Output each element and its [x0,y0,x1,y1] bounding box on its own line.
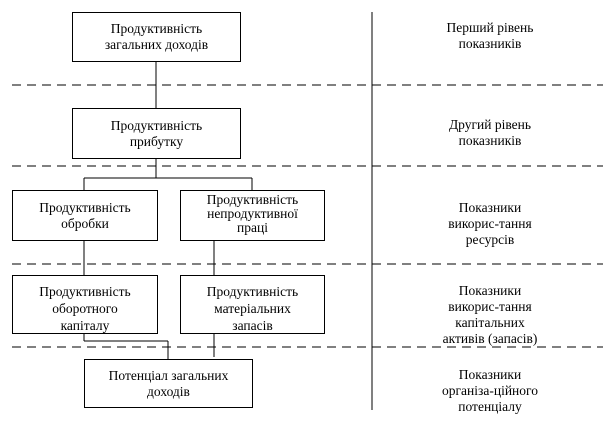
box-material-stocks-productivity: Продуктивність матеріальних запасів [180,275,325,334]
box-processing-productivity: Продуктивність обробки [12,190,158,241]
box-working-capital-productivity: Продуктивність оборотного капіталу [12,275,158,334]
level-label-organizational-potential: Показники організа-ційного потенціалу [442,367,538,414]
box-nonproductive-labor-productivity: Продуктивність непродуктивної праці [180,190,325,241]
level-label-first: Перший рівень показників [446,20,534,51]
level-label-resource-usage: Показники викорис-тання ресурсів [448,200,532,247]
level-label-capital-assets-usage: Показники викорис-тання капітальних акти… [442,283,538,346]
box-profit-productivity: Продуктивність прибутку [72,108,241,159]
box-income-potential: Потенціал загальних доходів [84,359,253,408]
box-total-income-productivity: Продуктивність загальних доходів [72,12,241,62]
level-label-second: Другий рівень показників [448,117,532,148]
